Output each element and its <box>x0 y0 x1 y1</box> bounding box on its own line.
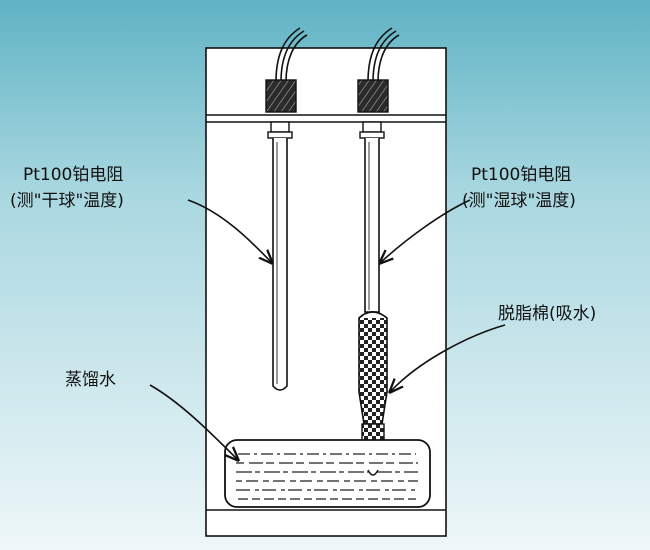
connector-right <box>357 79 389 113</box>
label-wet-sub: (测"湿球"温度) <box>462 191 576 211</box>
connector-left <box>265 79 297 113</box>
water-tray <box>224 439 431 508</box>
leader-water <box>149 384 238 460</box>
label-wet-title: Pt100铂电阻 <box>471 165 571 185</box>
label-dry-title: Pt100铂电阻 <box>23 165 123 185</box>
leader-dry-probe <box>187 199 272 263</box>
leader-wick <box>390 324 506 392</box>
label-wick: 脱脂棉(吸水) <box>498 304 596 324</box>
label-water: 蒸馏水 <box>65 370 116 390</box>
cable-left <box>275 27 308 83</box>
label-dry-sub: (测"干球"温度) <box>10 191 124 211</box>
cable-right <box>367 27 400 83</box>
leader-wet-probe <box>380 199 471 263</box>
dry-bulb-probe <box>267 121 293 391</box>
